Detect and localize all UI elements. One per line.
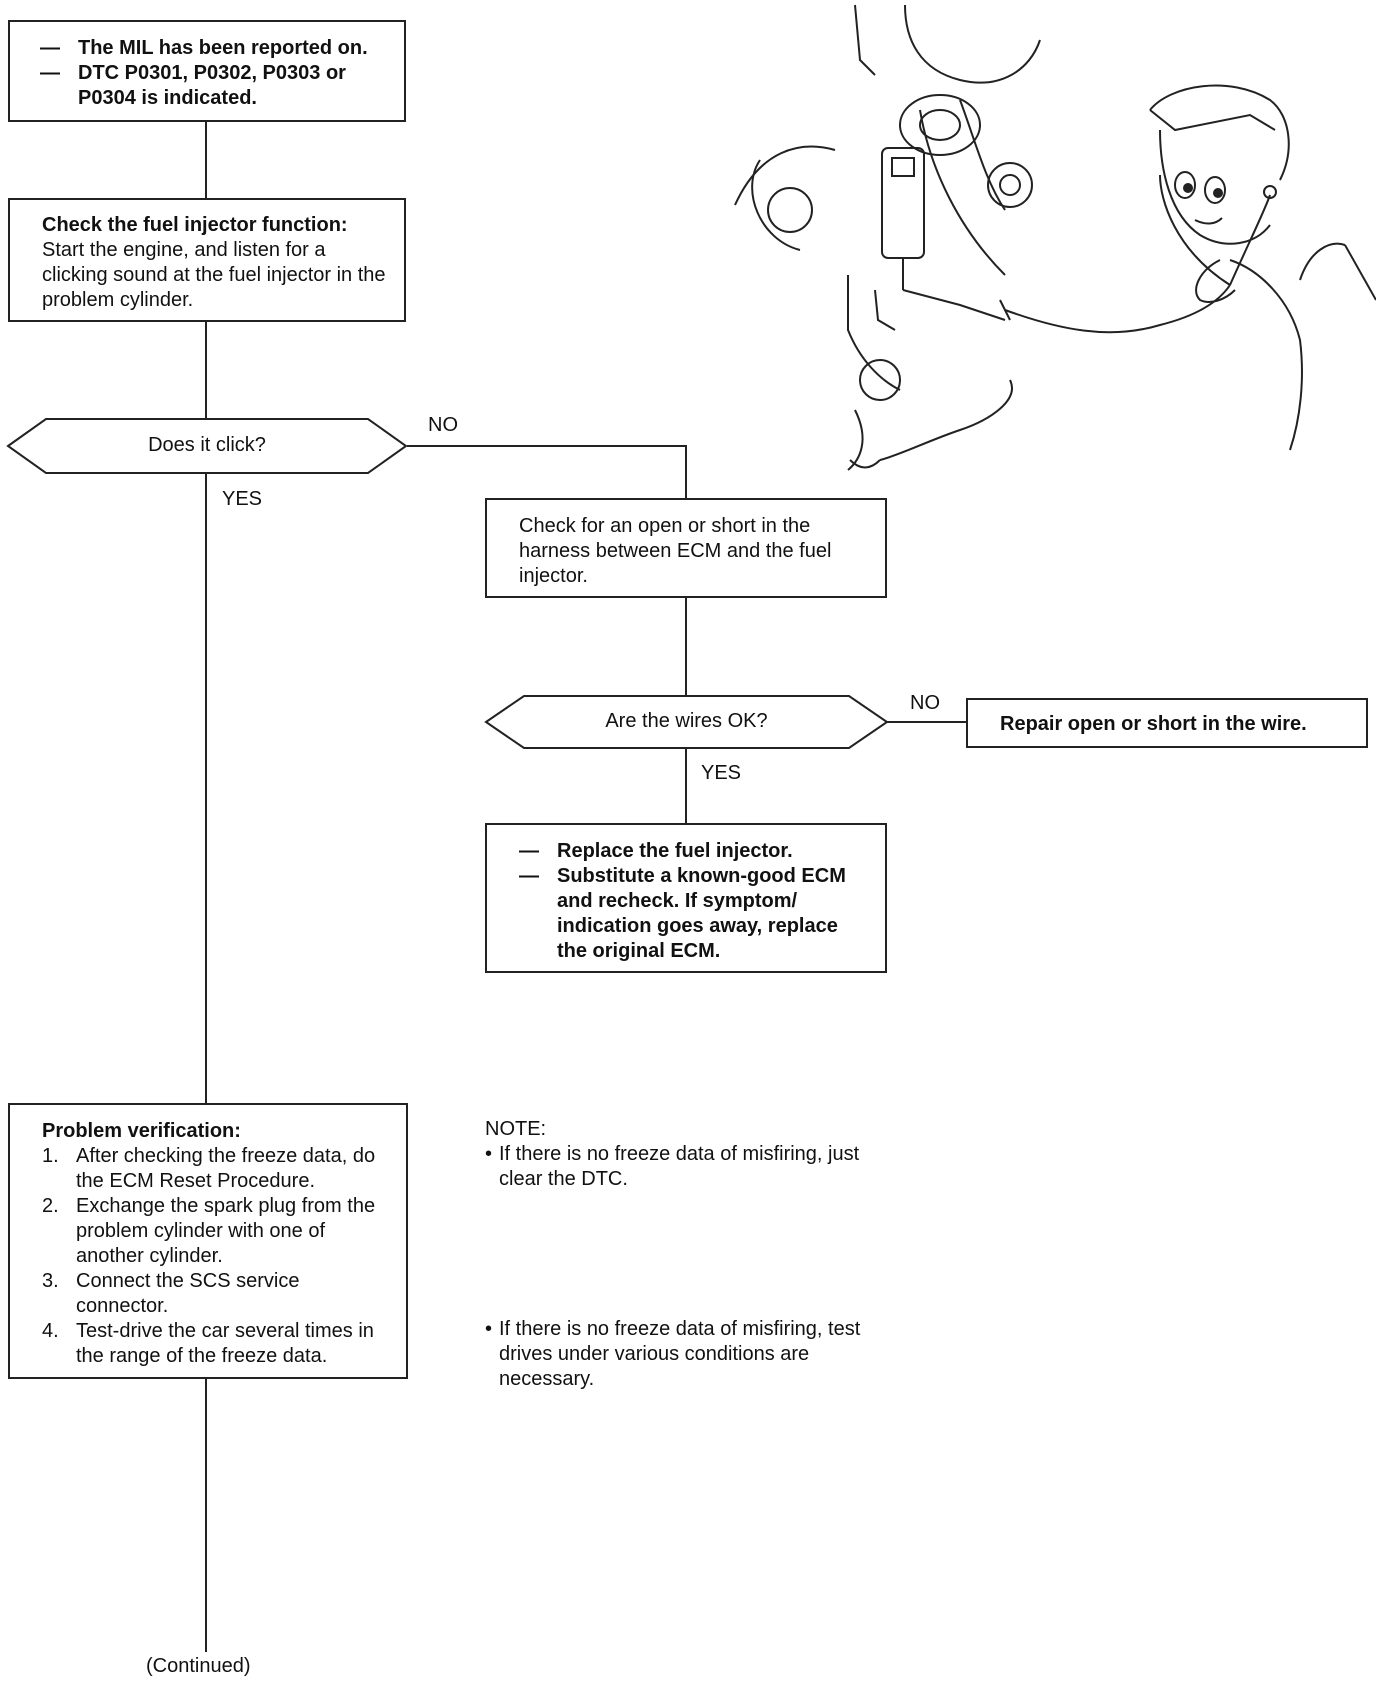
replace-line-1-text: Replace the fuel injector. bbox=[557, 840, 793, 862]
verification-step: 3. Connect the SCS service connector. bbox=[42, 1269, 376, 1319]
repair-text: Repair open or short in the wire. bbox=[1000, 713, 1307, 735]
decision-wires-shape bbox=[484, 695, 889, 749]
decision-wires-yes-label: YES bbox=[701, 762, 742, 784]
check-harness-text: Check for an open or short in the harnes… bbox=[519, 515, 832, 587]
bullet-icon: • bbox=[485, 1318, 493, 1340]
decision-click-question: Does it click? bbox=[148, 434, 266, 456]
dash: — bbox=[519, 840, 539, 862]
decision-wires-question: Are the wires OK? bbox=[605, 710, 768, 732]
dash: — bbox=[40, 62, 60, 84]
continued-label: (Continued) bbox=[146, 1655, 251, 1677]
bullet-icon: • bbox=[485, 1143, 493, 1165]
decision-click-no-label: NO bbox=[428, 414, 458, 436]
verification-step: 4. Test-drive the car several times in t… bbox=[42, 1319, 376, 1369]
verification-step: 1. After checking the freeze data, do th… bbox=[42, 1144, 376, 1194]
replace-line-2: — Substitute a known-good ECM and rechec… bbox=[519, 864, 855, 964]
step-text: Connect the SCS service connector. bbox=[76, 1270, 300, 1317]
note-item: • If there is no freeze data of misfirin… bbox=[485, 1317, 887, 1392]
check-injector-title: Check the fuel injector function: bbox=[42, 214, 348, 236]
step-number: 3. bbox=[42, 1270, 59, 1292]
step-number: 4. bbox=[42, 1320, 59, 1342]
replace-box: — Replace the fuel injector. — Substitut… bbox=[485, 823, 887, 973]
step-text: Exchange the spark plug from the problem… bbox=[76, 1195, 376, 1267]
start-line-2-text: DTC P0301, P0302, P0303 or P0304 is indi… bbox=[78, 62, 346, 109]
technician-stethoscope-illustration bbox=[734, 4, 1376, 471]
dash: — bbox=[519, 865, 539, 887]
note-item-text: If there is no freeze data of misfiring,… bbox=[499, 1318, 861, 1390]
verification-box: Problem verification: 1. After checking … bbox=[8, 1103, 408, 1379]
decision-click-shape bbox=[6, 418, 408, 474]
note-block: NOTE: • If there is no freeze data of mi… bbox=[485, 1117, 887, 1192]
check-injector-text: Start the engine, and listen for a click… bbox=[42, 239, 386, 311]
replace-line-1: — Replace the fuel injector. bbox=[519, 839, 855, 864]
note-title: NOTE: bbox=[485, 1118, 547, 1140]
step-number: 1. bbox=[42, 1145, 59, 1167]
decision-wires-no-label: NO bbox=[910, 692, 940, 714]
replace-line-2-text: Substitute a known-good ECM and recheck.… bbox=[557, 865, 846, 962]
start-line-1: — The MIL has been reported on. bbox=[40, 36, 394, 61]
step-text: After checking the freeze data, do the E… bbox=[76, 1145, 376, 1192]
verification-step: 2. Exchange the spark plug from the prob… bbox=[42, 1194, 376, 1269]
start-line-2: — DTC P0301, P0302, P0303 or P0304 is in… bbox=[40, 61, 394, 111]
check-harness-box: Check for an open or short in the harnes… bbox=[485, 498, 887, 598]
verification-title: Problem verification: bbox=[42, 1120, 241, 1142]
repair-box: Repair open or short in the wire. bbox=[966, 698, 1368, 748]
step-number: 2. bbox=[42, 1195, 59, 1217]
note-item: • If there is no freeze data of misfirin… bbox=[485, 1142, 887, 1192]
dash: — bbox=[40, 37, 60, 59]
start-line-1-text: The MIL has been reported on. bbox=[78, 37, 368, 59]
step-text: Test-drive the car several times in the … bbox=[76, 1320, 374, 1367]
decision-click-yes-label: YES bbox=[222, 488, 263, 510]
connector-no-branch bbox=[407, 445, 687, 498]
start-box: — The MIL has been reported on. — DTC P0… bbox=[8, 20, 406, 122]
note-item-text: If there is no freeze data of misfiring,… bbox=[499, 1143, 860, 1190]
check-injector-box: Check the fuel injector function: Start … bbox=[8, 198, 406, 322]
